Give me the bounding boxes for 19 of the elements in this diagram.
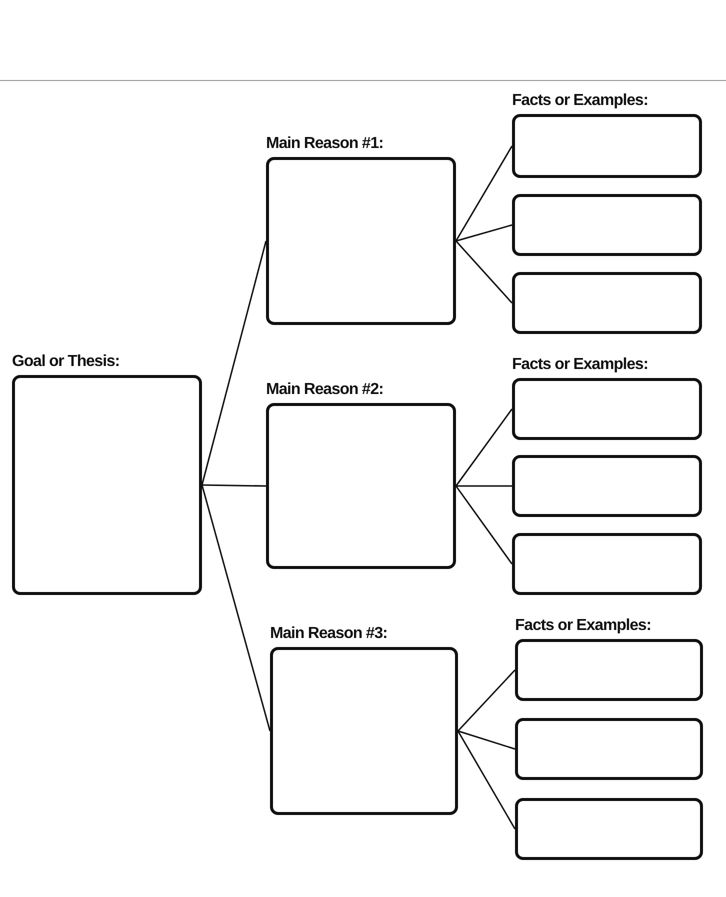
heading-label: Main Reason #3: (270, 624, 388, 644)
heading-label: Facts or Examples: (512, 91, 648, 111)
heading-label: Facts or Examples: (515, 616, 651, 636)
connector-line (455, 486, 513, 564)
heading-label: Facts or Examples: (512, 355, 648, 375)
connector-line (456, 224, 512, 242)
connector-line (201, 484, 271, 732)
connector-line (456, 485, 512, 487)
connector-line (202, 484, 266, 487)
connector-line (455, 408, 513, 486)
connector-line (455, 146, 513, 242)
heading-label: Main Reason #1: (266, 134, 384, 154)
connector-line (458, 730, 516, 750)
connector-line (455, 240, 513, 304)
connector-line (457, 730, 516, 830)
connector-line (201, 240, 267, 486)
connector-line (457, 669, 516, 732)
heading-label: Goal or Thesis: (12, 352, 120, 372)
heading-label: Main Reason #2: (266, 380, 384, 400)
